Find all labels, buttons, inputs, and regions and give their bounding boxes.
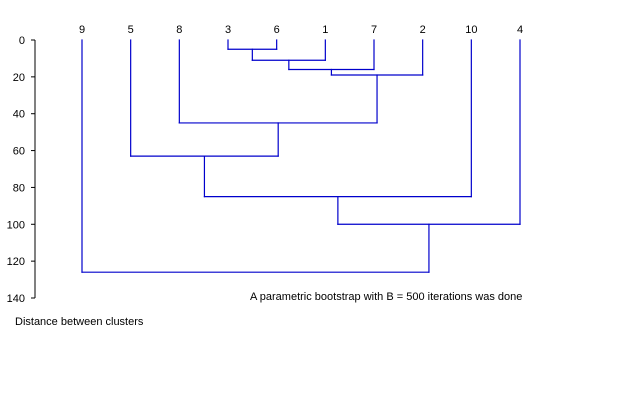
y-axis-title: Distance between clusters — [15, 316, 144, 328]
y-tick-label: 40 — [13, 109, 25, 121]
leaf-label: 4 — [517, 24, 523, 36]
y-axis: 0 20 40 60 80 100 120 140 — [7, 35, 36, 305]
bootstrap-annotation: A parametric bootstrap with B = 500 iter… — [250, 291, 522, 303]
leaf-label: 1 — [322, 24, 328, 36]
leaf-label: 7 — [371, 24, 377, 36]
y-tick-label: 0 — [19, 35, 25, 47]
leaf-label: 5 — [128, 24, 134, 36]
leaf-label: 2 — [420, 24, 426, 36]
y-tick-label: 100 — [7, 219, 25, 231]
y-tick-label: 20 — [13, 72, 25, 84]
y-tick-label: 60 — [13, 146, 25, 158]
y-tick-label: 120 — [7, 256, 25, 268]
y-tick-label: 80 — [13, 182, 25, 194]
dendrogram-branches — [81, 39, 521, 273]
y-tick-label: 140 — [7, 293, 25, 305]
leaf-labels: 9 5 8 3 6 1 7 2 10 4 — [79, 24, 523, 36]
leaf-label: 3 — [225, 24, 231, 36]
leaf-label: 8 — [176, 24, 182, 36]
leaf-label: 10 — [465, 24, 477, 36]
leaf-label: 9 — [79, 24, 85, 36]
leaf-label: 6 — [274, 24, 280, 36]
